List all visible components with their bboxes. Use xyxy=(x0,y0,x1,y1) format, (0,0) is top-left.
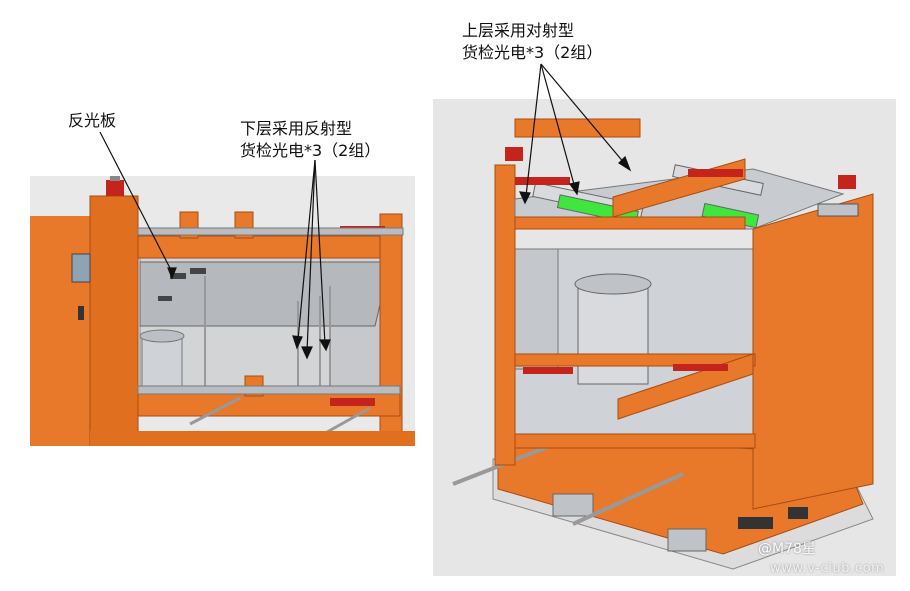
reflector-label: 反光板 xyxy=(68,111,117,130)
beacon xyxy=(505,147,523,161)
body-pillar-left xyxy=(494,164,516,466)
spool xyxy=(141,335,183,392)
lower-sensor-label: 下层采用反射型 货检光电*3（2组） xyxy=(240,118,380,162)
upper-sensor-label-line2: 货检光电*3（2组） xyxy=(462,43,603,62)
reflector-plate xyxy=(190,268,206,274)
sensor-bar-lower xyxy=(523,367,573,374)
lower-sensor-label-line2: 货检光电*3（2组） xyxy=(240,141,381,160)
beacon xyxy=(106,180,124,196)
beacon xyxy=(838,175,856,189)
sensor-bar-upper xyxy=(688,169,743,177)
upper-sensor-label-line1: 上层采用对射型 xyxy=(462,21,575,40)
sensor-bar-lower xyxy=(673,364,728,371)
lower-sensor-label-line1: 下层采用反射型 xyxy=(240,119,353,138)
watermark-handle: @M78星 xyxy=(758,541,816,557)
reflector-plate xyxy=(158,296,172,301)
agv-full-illustration xyxy=(452,118,874,570)
upper-sensor-label: 上层采用对射型 货检光电*3（2组） xyxy=(462,20,602,64)
agv-full-drawing xyxy=(433,99,896,576)
reflector-plate xyxy=(170,273,186,279)
sensor-bar-upper xyxy=(515,177,570,185)
lower-layer-drawing xyxy=(30,176,415,446)
watermark-site: www.v-club.com xyxy=(770,561,885,576)
lower-layer-illustration xyxy=(30,176,415,446)
